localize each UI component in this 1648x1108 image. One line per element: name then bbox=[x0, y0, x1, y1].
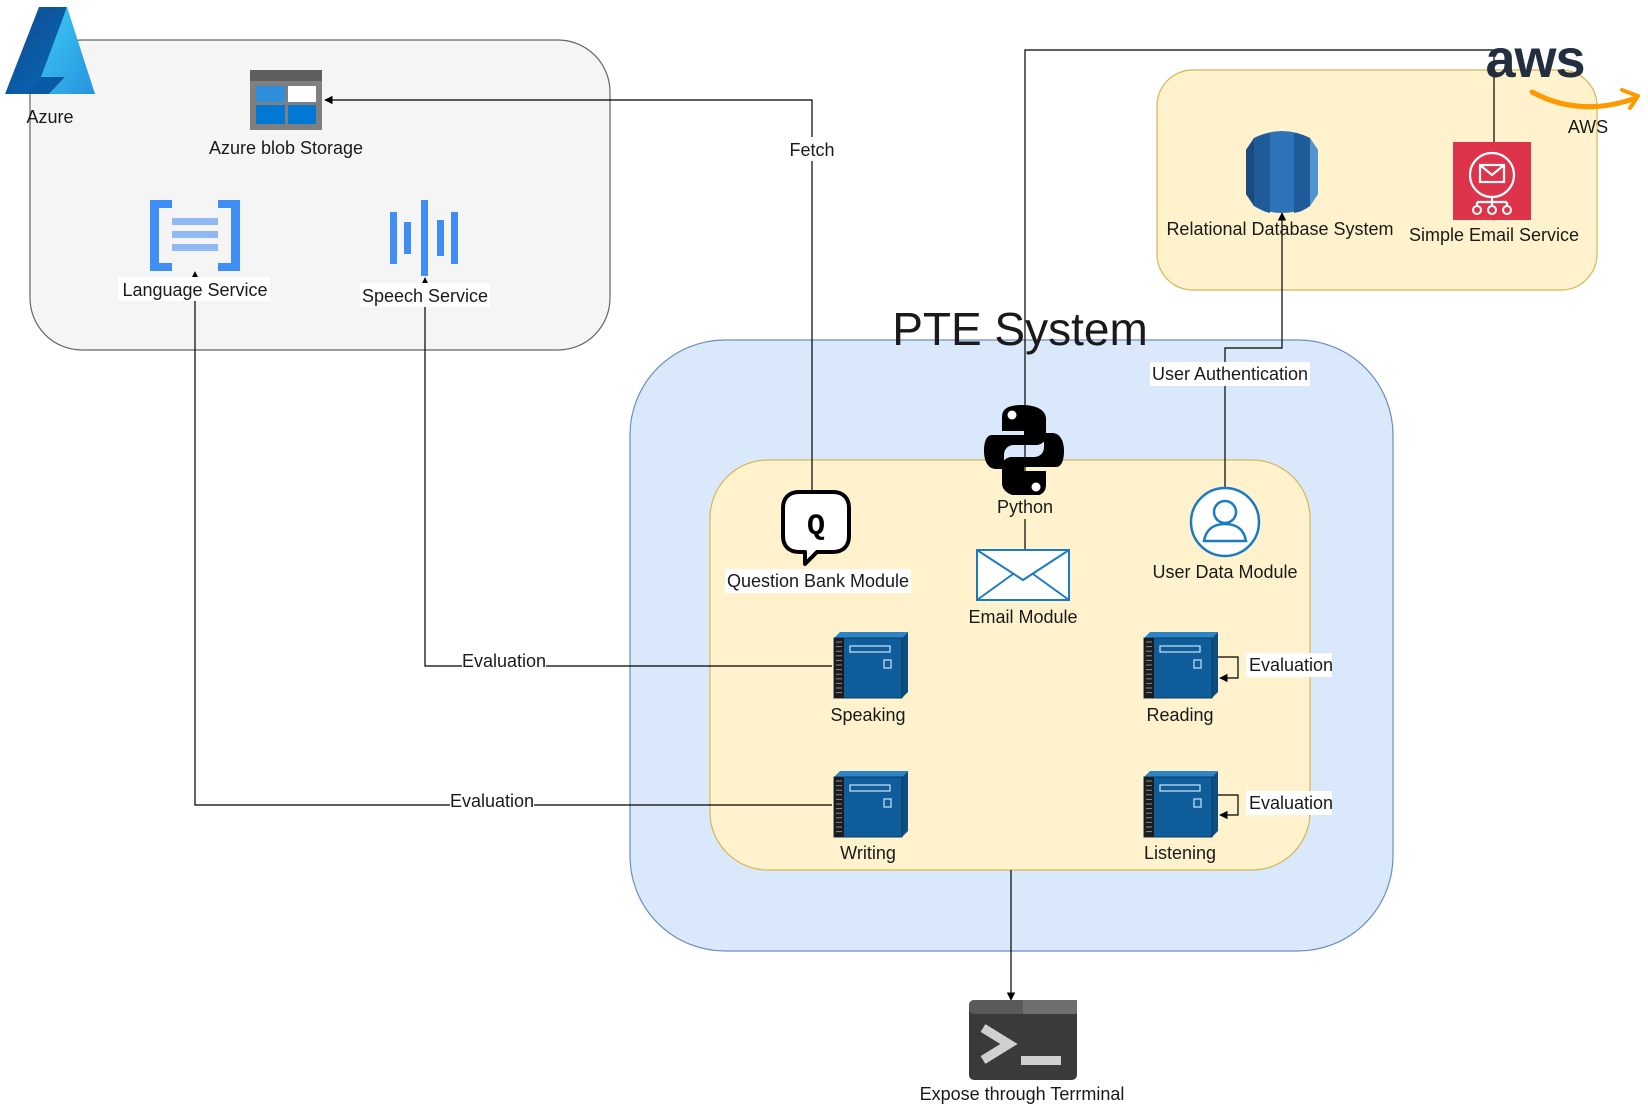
email-module-icon bbox=[976, 549, 1070, 601]
ses-icon bbox=[1453, 142, 1531, 220]
edge-speaking-eval bbox=[420, 277, 832, 667]
language-service-icon bbox=[150, 200, 240, 271]
user-data-module-label: User Data Module bbox=[1152, 562, 1297, 582]
writing-server-icon bbox=[833, 771, 908, 838]
edge-email bbox=[1024, 49, 1499, 550]
question-bank-icon: Q bbox=[781, 490, 851, 566]
reading-label: Reading bbox=[1146, 705, 1213, 725]
aws-label: AWS bbox=[1568, 117, 1608, 137]
language-service-label: Language Service bbox=[122, 280, 267, 300]
speaking-label: Speaking bbox=[830, 705, 905, 725]
edge-user-auth bbox=[1224, 212, 1287, 487]
terminal-icon bbox=[969, 1000, 1077, 1080]
edge-label-fetch: Fetch bbox=[789, 140, 834, 160]
question-bank-label: Question Bank Module bbox=[727, 571, 909, 591]
pte-system-title: PTE System bbox=[892, 303, 1148, 355]
user-data-module-icon bbox=[1189, 486, 1261, 558]
aws-icon: aws bbox=[1485, 29, 1640, 110]
rds-icon bbox=[1246, 131, 1318, 213]
blob-storage-label: Azure blob Storage bbox=[209, 138, 363, 158]
speaking-server-icon bbox=[833, 632, 908, 699]
email-module-label: Email Module bbox=[968, 607, 1077, 627]
azure-icon bbox=[5, 7, 95, 94]
speech-service-icon bbox=[390, 200, 458, 276]
terminal-label: Expose through Terrminal bbox=[920, 1084, 1125, 1104]
listening-label: Listening bbox=[1144, 843, 1216, 863]
edge-label-reading-eval: Evaluation bbox=[1249, 655, 1333, 675]
azure-label: Azure bbox=[26, 107, 73, 127]
azure-group bbox=[29, 39, 611, 351]
edge-listening-eval bbox=[1218, 794, 1239, 820]
svg-text:Q: Q bbox=[807, 510, 825, 544]
aws-group bbox=[1156, 69, 1598, 291]
edge-label-speaking-eval: Evaluation bbox=[462, 651, 546, 671]
rds-label: Relational Database System bbox=[1166, 219, 1393, 239]
ses-label: Simple Email Service bbox=[1409, 225, 1579, 245]
edge-label-listening-eval: Evaluation bbox=[1249, 793, 1333, 813]
python-label: Python bbox=[997, 497, 1053, 517]
writing-label: Writing bbox=[840, 843, 896, 863]
listening-server-icon bbox=[1143, 771, 1218, 838]
edge-label-user-auth: User Authentication bbox=[1152, 364, 1308, 384]
edge-writing-eval bbox=[190, 271, 832, 806]
edge-reading-eval bbox=[1218, 656, 1239, 683]
reading-server-icon bbox=[1143, 632, 1218, 699]
edge-label-writing-eval: Evaluation bbox=[450, 791, 534, 811]
blob-storage-icon bbox=[250, 70, 322, 130]
edge-fetch bbox=[324, 95, 813, 490]
speech-service-label: Speech Service bbox=[362, 286, 488, 306]
svg-text:aws: aws bbox=[1485, 29, 1584, 89]
python-icon bbox=[984, 405, 1064, 497]
